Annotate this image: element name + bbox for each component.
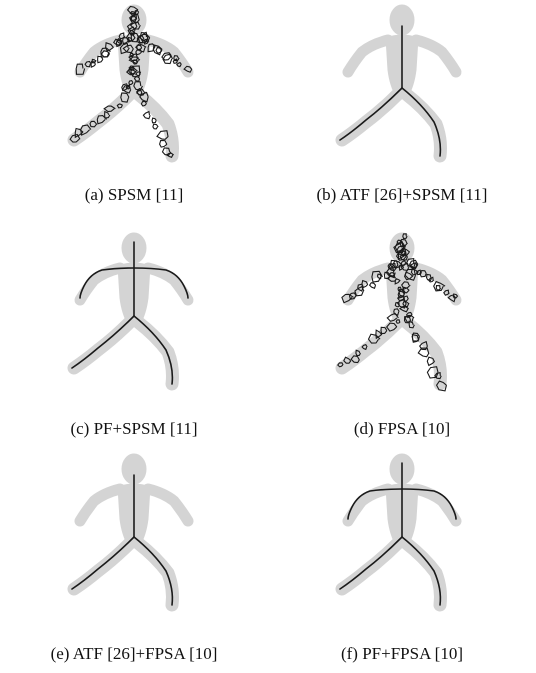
- panel-e: (e) ATF [26]+FPSA [10]: [0, 449, 268, 673]
- noisy-skeleton-loop: [152, 118, 156, 123]
- silhouette-image-f: [302, 449, 502, 619]
- noisy-skeleton-loop: [436, 286, 441, 290]
- noisy-skeleton-loop: [370, 283, 376, 289]
- silhouette-right-arm: [416, 40, 456, 72]
- caption-e: (e) ATF [26]+FPSA [10]: [0, 644, 268, 664]
- noisy-skeleton-loop: [143, 112, 150, 119]
- silhouette-image-b: [302, 0, 502, 170]
- caption-b: (b) ATF [26]+SPSM [11]: [268, 185, 536, 205]
- silhouette-image-c: [34, 228, 234, 398]
- panel-a: (a) SPSM [11]: [0, 0, 268, 224]
- silhouette-image-e: [34, 449, 234, 619]
- panel-b: (b) ATF [26]+SPSM [11]: [268, 0, 536, 224]
- caption-f: (f) PF+FPSA [10]: [268, 644, 536, 664]
- noisy-skeleton-loop: [98, 56, 103, 62]
- caption-d: (d) FPSA [10]: [268, 419, 536, 439]
- panel-c: (c) PF+SPSM [11]: [0, 228, 268, 452]
- caption-a: (a) SPSM [11]: [0, 185, 268, 205]
- caption-c: (c) PF+SPSM [11]: [0, 419, 268, 439]
- silhouette-right-leg: [138, 94, 173, 156]
- silhouette-right-arm: [148, 489, 188, 521]
- silhouette-left-arm: [348, 268, 388, 300]
- silhouette-right-arm: [416, 268, 456, 300]
- noisy-skeleton-loop: [153, 124, 158, 129]
- silhouette-image-d: [302, 228, 502, 398]
- silhouette-left-arm: [80, 489, 120, 521]
- silhouette-left-arm: [348, 40, 388, 72]
- panel-f: (f) PF+FPSA [10]: [268, 449, 536, 673]
- panel-d: (d) FPSA [10]: [268, 228, 536, 452]
- silhouette-image-a: [34, 0, 234, 170]
